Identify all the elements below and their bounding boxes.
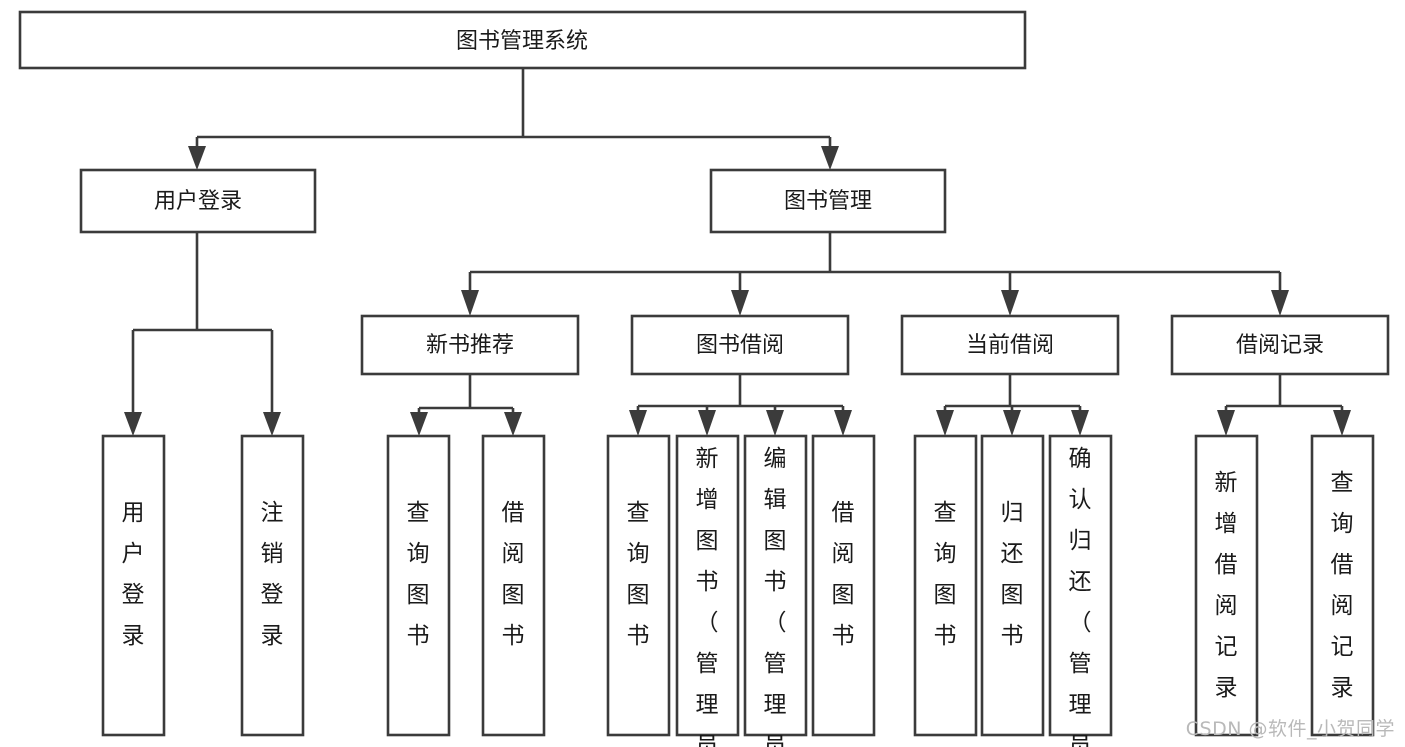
node-book-management[interactable]: 图书管理 (709, 168, 947, 234)
connector-group (124, 68, 1351, 436)
arrow-records-to-add (1217, 410, 1235, 436)
node-book-borrow-label: 图书借阅 (696, 333, 784, 358)
node-new-book-recommend-label: 新书推荐 (426, 333, 514, 358)
leaf-borrow-query-book-label: 查询图书 (627, 500, 650, 649)
leaf-confirm-return-admin[interactable]: 确认归还（管理员） (1048, 434, 1113, 747)
leaf-edit-book-admin[interactable]: 编辑图书（管理员） (743, 434, 808, 747)
leaf-new-query-book-label: 查询图书 (407, 500, 430, 649)
node-new-book-recommend[interactable]: 新书推荐 (360, 314, 580, 376)
leaf-confirm-return-admin-label: 确认归还（管理员） (1069, 446, 1092, 747)
csdn-watermark: CSDN @软件_小贺同学 (1185, 718, 1395, 740)
leaf-return-book[interactable]: 归还图书 (980, 434, 1045, 737)
leaf-new-borrow-book-label: 借阅图书 (502, 500, 525, 649)
leaf-return-book-label: 归还图书 (1001, 500, 1024, 649)
arrow-new-books-to-query (410, 412, 428, 436)
node-current-borrow-label: 当前借阅 (966, 333, 1054, 358)
node-borrow-records-label: 借阅记录 (1236, 333, 1324, 358)
arrow-current-to-query (936, 410, 954, 436)
node-user-login[interactable]: 用户登录 (79, 168, 317, 234)
leaf-borrow-book-label: 借阅图书 (832, 500, 855, 649)
arrow-book-mgmt-to-current (1001, 290, 1019, 316)
arrow-new-books-to-borrow (504, 412, 522, 436)
leaf-user-login-label: 用户登录 (122, 500, 145, 649)
arrow-current-to-confirm (1071, 410, 1089, 436)
arrow-borrow-to-edit (766, 410, 784, 436)
leaf-user-login[interactable]: 用户登录 (101, 434, 166, 737)
node-user-login-label: 用户登录 (154, 189, 242, 214)
arrow-root-to-user-login (188, 146, 206, 170)
node-borrow-records[interactable]: 借阅记录 (1170, 314, 1390, 376)
leaf-logout-label: 注销登录 (261, 500, 284, 649)
node-book-borrow[interactable]: 图书借阅 (630, 314, 850, 376)
arrow-book-mgmt-to-borrow (731, 290, 749, 316)
arrow-borrow-to-lend (834, 410, 852, 436)
node-root-label: 图书管理系统 (456, 29, 588, 54)
node-book-management-label: 图书管理 (784, 189, 872, 214)
leaf-logout[interactable]: 注销登录 (240, 434, 305, 737)
leaf-add-borrow-record[interactable]: 新增借阅记录 (1194, 434, 1259, 737)
leaf-new-query-book[interactable]: 查询图书 (386, 434, 451, 737)
leaf-borrow-query-book[interactable]: 查询图书 (606, 434, 671, 737)
arrow-book-mgmt-to-records (1271, 290, 1289, 316)
arrow-book-mgmt-to-new-books (461, 290, 479, 316)
leaf-edit-book-admin-label: 编辑图书（管理员） (764, 446, 787, 747)
leaf-query-borrow-record[interactable]: 查询借阅记录 (1310, 434, 1375, 737)
leaf-borrow-book[interactable]: 借阅图书 (811, 434, 876, 737)
leaf-current-query-book-label: 查询图书 (934, 500, 957, 649)
leaf-new-borrow-book[interactable]: 借阅图书 (481, 434, 546, 737)
leaf-query-borrow-record-label: 查询借阅记录 (1331, 470, 1354, 701)
arrow-user-login-to-logout (263, 412, 281, 436)
leaf-add-book-admin-label: 新增图书（管理员） (696, 446, 719, 747)
leaf-current-query-book[interactable]: 查询图书 (913, 434, 978, 737)
arrow-borrow-to-add (698, 410, 716, 436)
arrow-records-to-query (1333, 410, 1351, 436)
arrow-user-login-to-login (124, 412, 142, 436)
leaf-add-borrow-record-label: 新增借阅记录 (1215, 470, 1238, 701)
leaf-add-book-admin[interactable]: 新增图书（管理员） (675, 434, 740, 747)
arrow-current-to-return (1003, 410, 1021, 436)
arrow-root-to-book-mgmt (821, 146, 839, 170)
arrow-borrow-to-query (629, 410, 647, 436)
node-current-borrow[interactable]: 当前借阅 (900, 314, 1120, 376)
node-root-system[interactable]: 图书管理系统 (18, 10, 1027, 70)
